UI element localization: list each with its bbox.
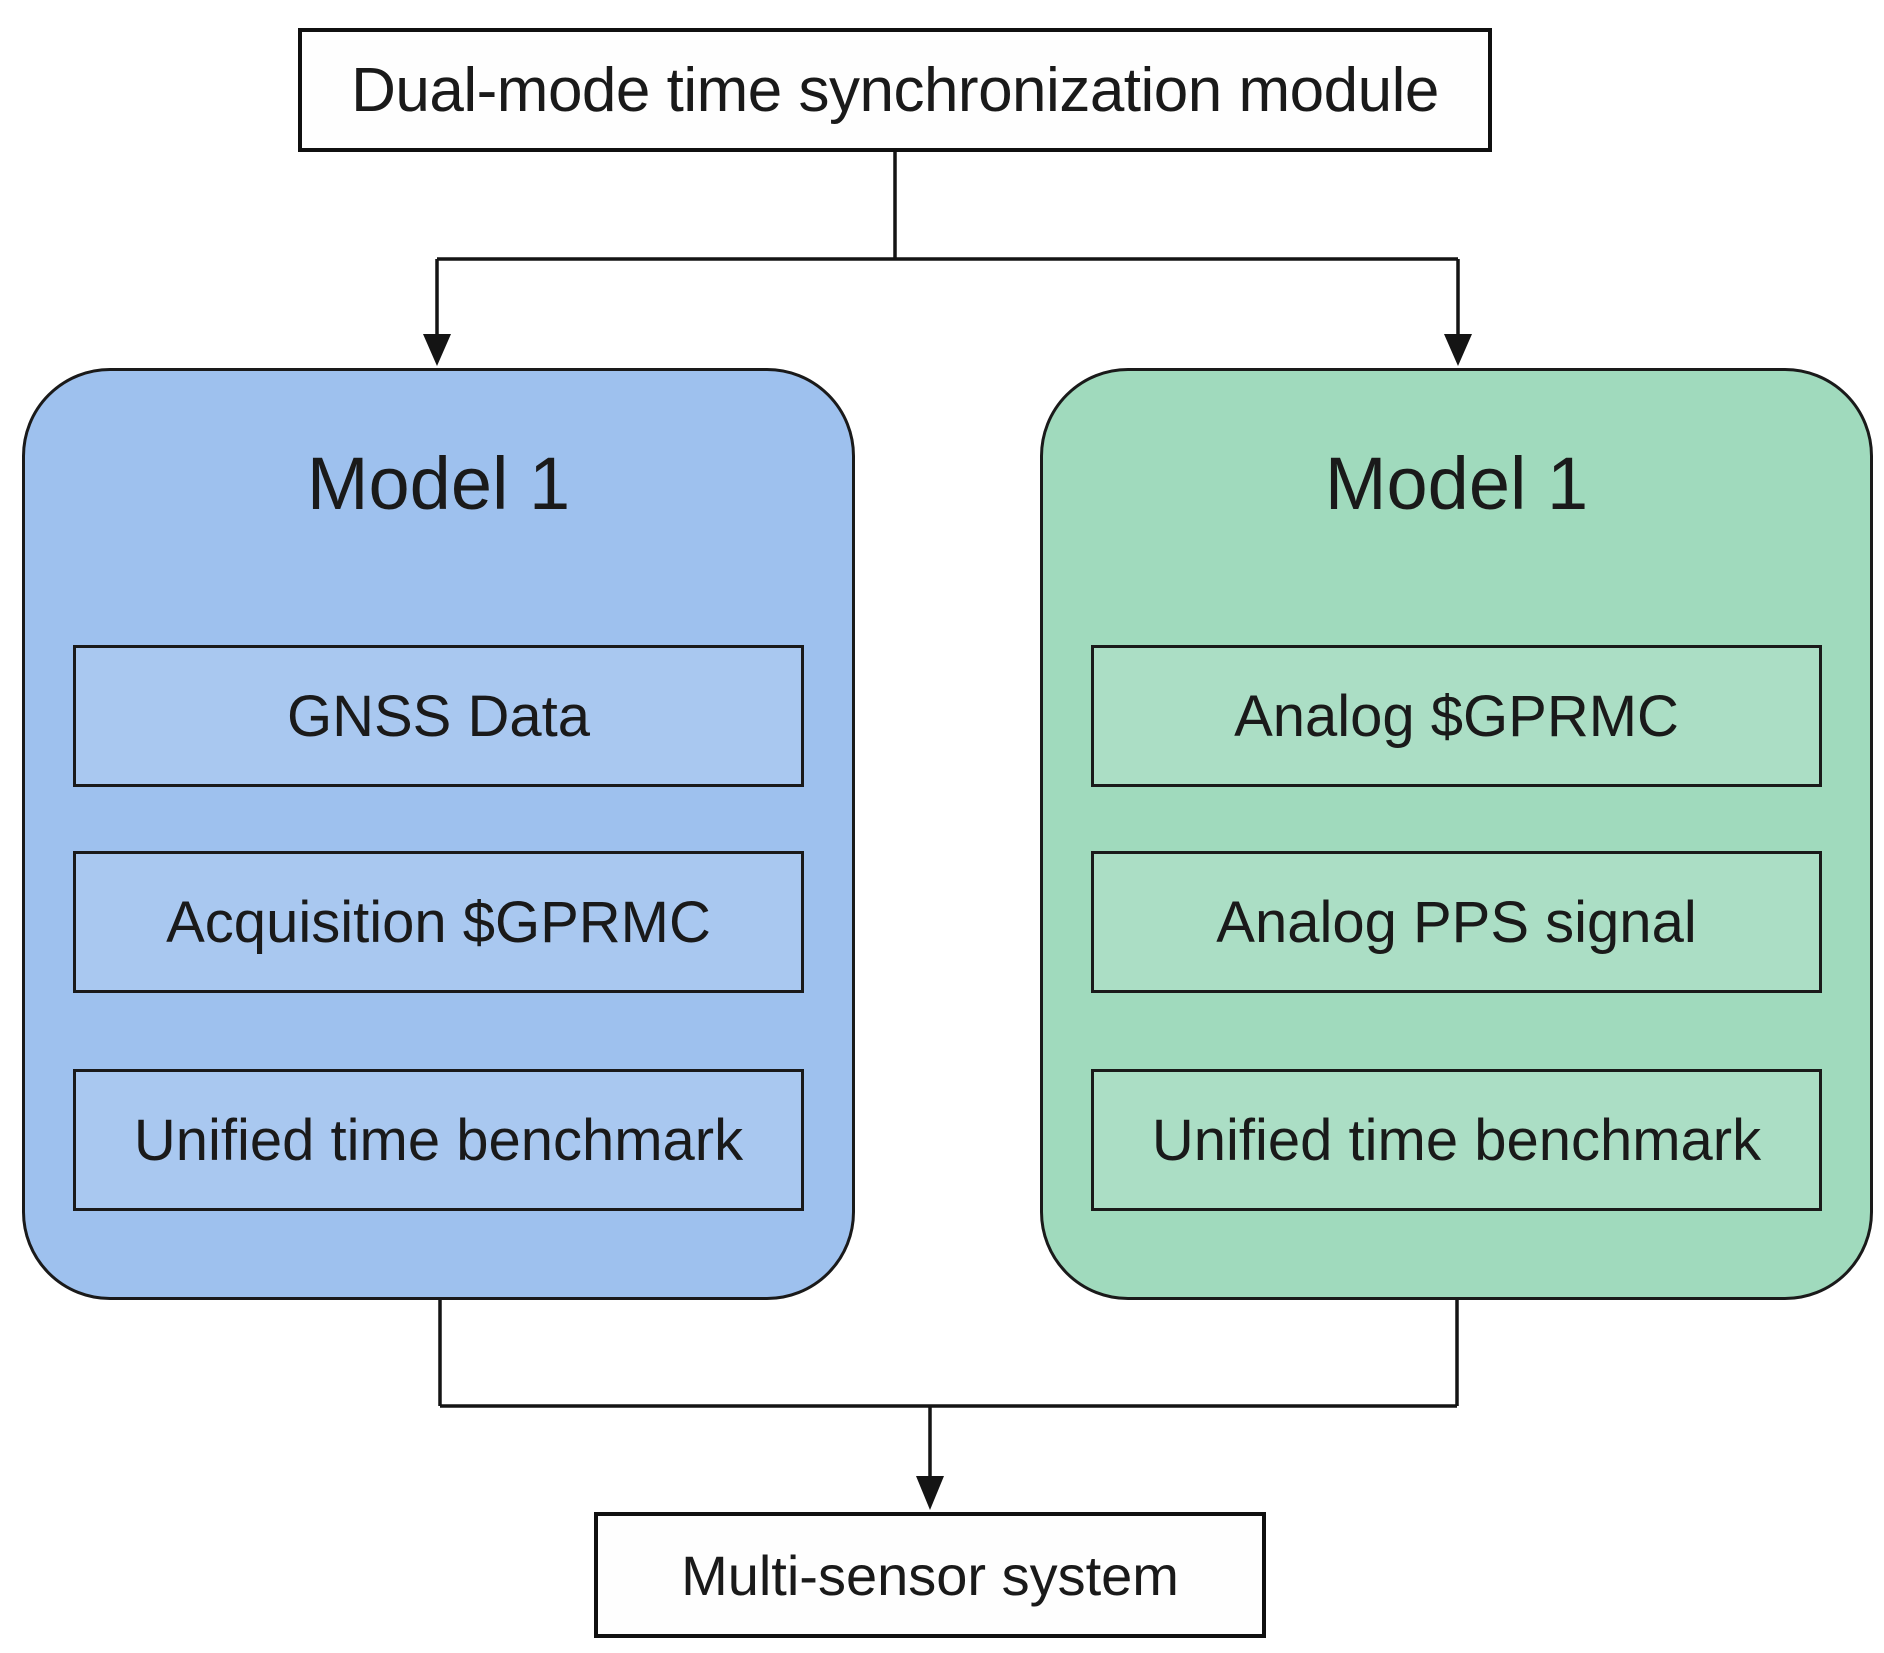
item-label: Analog $GPRMC — [1234, 683, 1679, 749]
left-panel: Model 1 GNSS Data Acquisition $GPRMC Uni… — [22, 368, 855, 1300]
item-label: Analog PPS signal — [1216, 889, 1697, 955]
left-item-acquisition-gprmc: Acquisition $GPRMC — [73, 851, 804, 993]
right-item-unified-time-benchmark: Unified time benchmark — [1091, 1069, 1822, 1211]
right-panel-title: Model 1 — [1324, 442, 1589, 525]
item-label: Acquisition $GPRMC — [166, 889, 711, 955]
top-box: Dual-mode time synchronization module — [298, 28, 1492, 152]
bottom-box-label: Multi-sensor system — [681, 1543, 1179, 1607]
bottom-box: Multi-sensor system — [594, 1512, 1266, 1638]
left-item-gnss-data: GNSS Data — [73, 645, 804, 787]
left-arrowhead-icon — [423, 334, 451, 366]
right-arrowhead-icon — [1444, 334, 1472, 366]
right-item-analog-gprmc: Analog $GPRMC — [1091, 645, 1822, 787]
left-panel-title: Model 1 — [306, 442, 571, 525]
item-label: GNSS Data — [287, 683, 590, 749]
item-label: Unified time benchmark — [133, 1107, 744, 1173]
right-item-analog-pps-signal: Analog PPS signal — [1091, 851, 1822, 993]
top-box-label: Dual-mode time synchronization module — [351, 55, 1439, 125]
left-item-unified-time-benchmark: Unified time benchmark — [73, 1069, 804, 1211]
bottom-arrowhead-icon — [916, 1476, 944, 1510]
right-panel: Model 1 Analog $GPRMC Analog PPS signal … — [1040, 368, 1873, 1300]
item-label: Unified time benchmark — [1151, 1107, 1762, 1173]
